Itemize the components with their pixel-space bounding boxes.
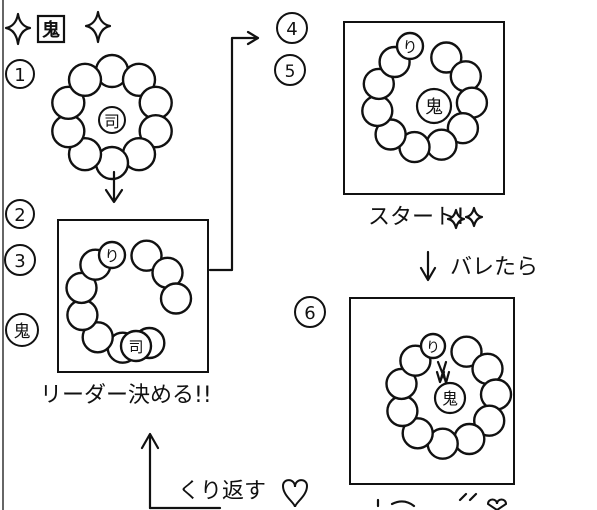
svg-text:2: 2 — [14, 205, 25, 226]
svg-text:り: り — [104, 247, 119, 265]
step-1: 1 — [6, 60, 34, 88]
player-circle — [69, 64, 101, 96]
player-circle — [427, 130, 457, 160]
caption-bare: バレたら — [450, 255, 538, 280]
connector-arrow-icon — [210, 32, 258, 270]
svg-text:3: 3 — [14, 251, 25, 272]
svg-text:鬼: 鬼 — [14, 322, 31, 342]
player-circle — [387, 396, 417, 426]
step-number: 1 — [14, 65, 25, 86]
header-title: 鬼 — [6, 12, 110, 44]
sparkle-icon — [466, 208, 482, 226]
heart-icon — [283, 480, 307, 507]
caption-repeat: くり返す — [178, 479, 266, 504]
step-4: 4 — [277, 13, 307, 43]
svg-text:4: 4 — [286, 19, 297, 40]
sparkle-left-icon — [6, 14, 30, 44]
heart-icon — [488, 500, 506, 510]
svg-text:り: り — [402, 38, 417, 56]
cropped-handwriting — [378, 494, 476, 506]
center-marker-tsukasa: 司 — [99, 107, 125, 133]
title-glyph: 鬼 — [42, 19, 60, 41]
down-arrow-icon — [421, 252, 435, 280]
player-circle — [454, 424, 484, 454]
svg-text:5: 5 — [285, 62, 296, 82]
player-circle — [161, 284, 191, 314]
ring-label-ri: り — [421, 334, 445, 358]
ring-label-tsukasa: 司 — [121, 331, 151, 361]
caption-leader: リーダー決める!! — [40, 383, 212, 408]
step-2: 2 — [6, 200, 34, 228]
svg-text:鬼: 鬼 — [425, 97, 443, 118]
step-6: 6 — [295, 297, 325, 327]
player-circle — [67, 300, 97, 330]
center-marker-oni: 鬼 — [435, 383, 465, 413]
up-arrow-icon — [142, 434, 158, 508]
svg-text:り: り — [426, 340, 440, 356]
svg-text:鬼: 鬼 — [442, 389, 458, 408]
step-5: 5 — [275, 55, 305, 85]
ring-label-ri: り — [99, 242, 125, 268]
svg-text:司: 司 — [104, 112, 120, 131]
sparkle-right-icon — [86, 12, 110, 42]
step-3: 3 — [5, 245, 35, 275]
ring-label-ri: り — [397, 33, 423, 59]
step-oni: 鬼 — [6, 314, 38, 346]
svg-text:司: 司 — [128, 338, 143, 356]
player-circle — [362, 96, 392, 126]
player-circle — [451, 61, 481, 91]
center-marker-oni: 鬼 — [417, 89, 451, 123]
svg-text:6: 6 — [304, 303, 315, 324]
